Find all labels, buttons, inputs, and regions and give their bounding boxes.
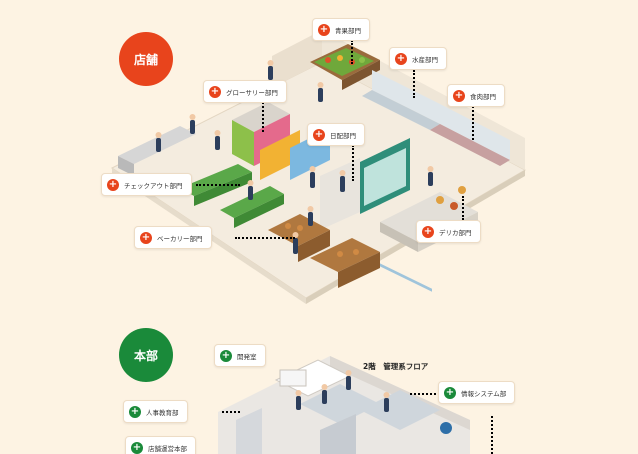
dept-button-checkout[interactable]: + チェックアウト部門 <box>101 173 192 196</box>
connector-seafood <box>413 70 415 98</box>
dept-button-it[interactable]: + 情報システム部 <box>438 381 516 404</box>
connector-it-2 <box>491 416 493 454</box>
plus-icon: + <box>453 89 465 102</box>
dept-button-daily[interactable]: + 日配部門 <box>307 123 365 146</box>
dept-label: チェックアウト部門 <box>124 181 183 190</box>
dept-label: 食肉部門 <box>470 92 496 101</box>
store-section-badge: 店舗 <box>119 32 173 86</box>
connector-meat <box>472 106 474 140</box>
plus-icon: + <box>209 85 221 98</box>
plus-icon: + <box>318 23 330 36</box>
dept-button-store-ops[interactable]: + 店舗運営本部 <box>125 436 196 454</box>
dept-label: デリカ部門 <box>439 228 472 237</box>
connector-deli <box>462 196 464 220</box>
connector-bakery <box>235 237 295 239</box>
dept-label: 情報システム部 <box>461 389 507 398</box>
connector-hr <box>222 411 240 413</box>
dept-label: 開発室 <box>237 352 257 361</box>
connector-produce <box>351 40 353 64</box>
dept-label: ベーカリー部門 <box>157 234 203 243</box>
plus-icon: + <box>444 386 456 399</box>
dept-button-dev[interactable]: + 開発室 <box>214 344 266 367</box>
dept-label: 日配部門 <box>330 131 356 140</box>
plus-icon: + <box>220 349 232 362</box>
plus-icon: + <box>131 441 143 454</box>
dept-button-meat[interactable]: + 食肉部門 <box>447 84 505 107</box>
plus-icon: + <box>422 225 434 238</box>
connector-daily <box>352 145 354 181</box>
dept-label: グローサリー部門 <box>226 88 278 97</box>
connector-grocery <box>262 102 264 132</box>
dept-button-hr[interactable]: + 人事教育部 <box>123 400 188 423</box>
dept-label: 水産部門 <box>412 55 438 64</box>
dept-button-seafood[interactable]: + 水産部門 <box>389 47 447 70</box>
plus-icon: + <box>107 178 119 191</box>
plus-icon: + <box>140 231 152 244</box>
connector-checkout <box>196 184 240 186</box>
plus-icon: + <box>129 405 141 418</box>
dept-button-produce[interactable]: + 青果部門 <box>312 18 370 41</box>
plus-icon: + <box>395 52 407 65</box>
dept-label: 人事教育部 <box>146 408 179 417</box>
hq-section-badge: 本部 <box>119 328 173 382</box>
dept-label: 店舗運営本部 <box>148 444 187 453</box>
dept-label: 青果部門 <box>335 26 361 35</box>
plus-icon: + <box>313 128 325 141</box>
dept-button-bakery[interactable]: + ベーカリー部門 <box>134 226 212 249</box>
dept-button-deli[interactable]: + デリカ部門 <box>416 220 481 243</box>
dept-button-grocery[interactable]: + グローサリー部門 <box>203 80 287 103</box>
connector-it <box>410 393 444 395</box>
hq-floor-label: 2階 管理系フロア <box>363 362 429 371</box>
